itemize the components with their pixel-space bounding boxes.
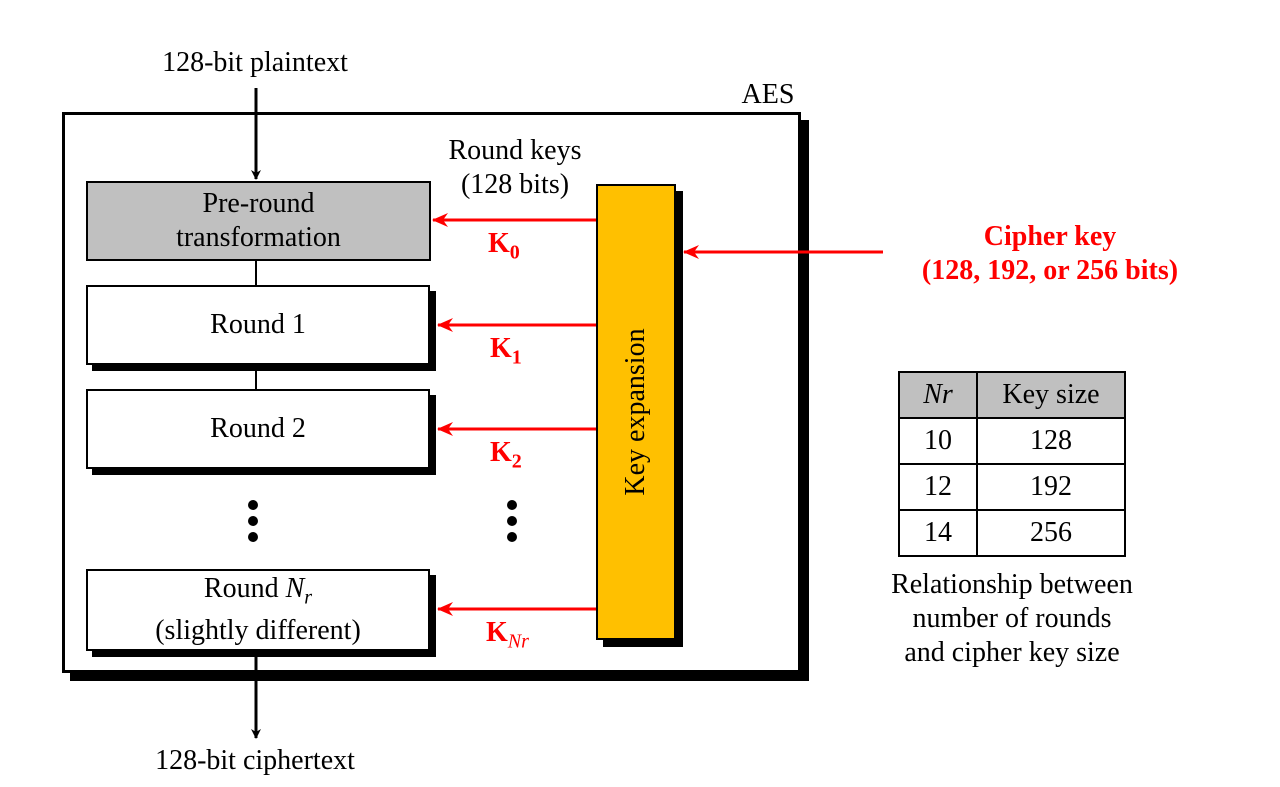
table-row: 12 192 <box>898 463 1126 511</box>
table-header-nr: Nr <box>898 371 978 419</box>
table-row: 10 128 <box>898 417 1126 465</box>
pre-round-transformation-box: Pre-round transformation <box>86 181 431 261</box>
key-expansion-label: Key expansion <box>620 328 651 496</box>
table-cell-key-size: 256 <box>976 509 1126 557</box>
round-nr-prefix: Round <box>203 572 286 604</box>
table-cell-nr: 12 <box>898 463 978 511</box>
table-caption-line3: and cipher key size <box>904 637 1120 668</box>
pre-round-line2: transformation <box>176 222 341 253</box>
k1-sub: 1 <box>511 346 522 369</box>
round-key-knr: KNr <box>486 617 529 654</box>
key-expansion-box: Key expansion <box>596 184 676 640</box>
rounds-keysize-table: Nr Key size 10 128 12 192 14 256 <box>898 371 1126 557</box>
round-key-k0: K0 <box>488 228 520 265</box>
table-caption-line2: number of rounds <box>912 603 1112 634</box>
round-1-label: Round 1 <box>210 309 306 340</box>
k0-sub: 0 <box>509 241 520 264</box>
k1-base: K <box>490 333 512 364</box>
round-2-label: Round 2 <box>210 413 306 444</box>
knr-sub: Nr <box>507 630 529 653</box>
keys-ellipsis <box>507 500 517 542</box>
round-nr-line1: Round Nr <box>204 572 312 615</box>
k0-base: K <box>488 228 510 259</box>
cipher-key-label: Cipher key (128, 192, or 256 bits) <box>870 220 1230 288</box>
cipher-key-line2: (128, 192, or 256 bits) <box>921 255 1179 286</box>
table-cell-nr: 10 <box>898 417 978 465</box>
table-header-key-size: Key size <box>976 371 1126 419</box>
round-nr-box: Round Nr (slightly different) <box>86 569 430 651</box>
cipher-key-line1: Cipher key <box>983 221 1117 252</box>
ciphertext-label: 128-bit ciphertext <box>155 745 355 776</box>
knr-base: K <box>486 617 508 648</box>
round-keys-line1: Round keys <box>448 135 582 166</box>
round-keys-label: Round keys (128 bits) <box>410 134 620 202</box>
pre-round-line1: Pre-round <box>202 188 315 219</box>
round-key-k2: K2 <box>490 437 522 474</box>
table-cell-nr: 14 <box>898 509 978 557</box>
table-header-row: Nr Key size <box>898 371 1126 419</box>
round-2-box: Round 2 <box>86 389 430 469</box>
k2-sub: 2 <box>511 450 522 473</box>
round-1-box: Round 1 <box>86 285 430 365</box>
round-keys-line2: (128 bits) <box>460 169 570 200</box>
round-key-k1: K1 <box>490 333 522 370</box>
table-caption: Relationship between number of rounds an… <box>862 568 1162 670</box>
rounds-ellipsis <box>248 500 258 542</box>
table-cell-key-size: 192 <box>976 463 1126 511</box>
k2-base: K <box>490 437 512 468</box>
round-nr-line2: (slightly different) <box>155 615 361 647</box>
round-nr-sub: r <box>304 586 313 609</box>
table-row: 14 256 <box>898 509 1126 557</box>
plaintext-label: 128-bit plaintext <box>162 47 348 78</box>
table-cell-key-size: 128 <box>976 417 1126 465</box>
round-nr-var: N <box>285 572 305 604</box>
aes-title: AES <box>741 79 795 110</box>
table-caption-line1: Relationship between <box>891 569 1133 600</box>
